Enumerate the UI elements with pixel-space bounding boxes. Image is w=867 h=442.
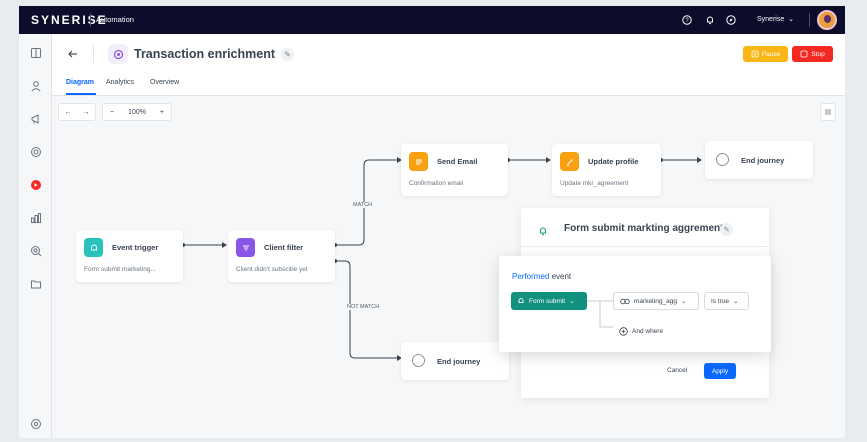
node-subtitle: Update mkr_agreement [560,180,629,187]
event-condition-popup: Performed event Form submit ⌄ marketing_… [499,256,771,352]
apply-button[interactable]: Apply [704,363,736,379]
automation-icon[interactable] [29,178,43,192]
compass-icon[interactable] [725,14,737,26]
node-update-profile[interactable]: Update profile Update mkr_agreement [552,144,661,196]
and-where-label: And where [632,328,664,335]
chevron-down-icon: ⌄ [733,298,739,305]
journey-header: Transaction enrichment ✎ Pause Stop Diag… [52,34,845,96]
history-controls: ← → [58,103,96,121]
node-subtitle: Form submit marketing... [84,266,156,273]
active-tab-indicator [66,93,96,95]
node-title: Client filter [264,243,304,252]
top-bar: SYNERISE Automation ? Synerise ⌄ [19,6,845,34]
node-title: End journey [437,357,481,366]
operator-label: Is true [711,297,730,305]
operator-select[interactable]: Is true ⌄ [704,292,749,310]
target-icon[interactable] [29,145,43,159]
edit-panel-title-icon[interactable]: ✎ [720,223,733,236]
zoom-in-button[interactable]: + [159,108,165,116]
tab-diagram[interactable]: Diagram [66,79,95,86]
divider [521,246,769,247]
stop-button[interactable]: Stop [792,46,833,62]
tab-analytics[interactable]: Analytics [106,79,135,86]
settings-icon[interactable] [29,417,43,431]
layout-icon[interactable] [29,46,43,60]
sidebar [19,34,52,438]
menu-icon[interactable] [820,103,836,121]
divider [93,45,94,63]
redo-button[interactable]: → [82,108,90,116]
synerise-logo[interactable]: SYNERISE [31,13,108,27]
search-analytics-icon[interactable] [29,244,43,258]
edge-label-not-match: NOT MATCH [347,304,380,310]
parameter-icon [620,298,630,304]
edit-title-icon[interactable]: ✎ [281,48,294,61]
node-title: End journey [741,156,785,165]
bell-icon[interactable] [704,14,716,26]
email-icon [409,152,428,171]
divider [809,13,810,27]
node-title: Update profile [588,157,639,166]
zoom-level: 100% [128,108,146,116]
bell-icon [538,223,548,241]
divider [90,13,91,27]
profile-edit-icon [560,152,579,171]
chevron-down-icon: ⌄ [681,298,687,305]
chart-icon[interactable] [29,211,43,225]
zoom-out-button[interactable]: − [109,108,115,116]
zoom-controls: − 100% + [102,103,172,121]
event-label: Form submit [529,297,566,305]
stop-label: Stop [811,50,825,58]
and-where-button[interactable]: And where [619,327,663,336]
megaphone-icon[interactable] [29,112,43,126]
node-event-trigger[interactable]: Event trigger Form submit marketing... [76,230,183,282]
panel-title: Form submit markting aggrement [564,223,724,234]
tenant-selector[interactable]: Synerise ⌄ [757,16,794,23]
edge-label-match: MATCH [353,202,373,208]
node-title: Send Email [437,157,478,166]
bell-icon [84,238,103,257]
chevron-down-icon: ⌄ [788,16,794,23]
node-title: Event trigger [112,243,159,252]
stop-icon [800,50,808,58]
popup-title-rest: event [549,272,572,281]
popup-title-highlight: Performed [512,272,550,281]
app-name: Automation [96,15,134,24]
app-window: SYNERISE Automation ? Synerise ⌄ [19,6,845,438]
cancel-button[interactable]: Cancel [667,367,688,374]
condition-connector [587,300,613,328]
svg-text:?: ? [685,18,689,24]
parameter-label: marketing_agg [634,297,677,305]
folder-icon[interactable] [29,277,43,291]
journey-icon [108,44,128,64]
node-end-journey-bottom[interactable]: End journey [401,342,509,380]
chevron-down-icon: ⌄ [569,298,575,305]
bell-icon [518,298,524,304]
pause-label: Pause [761,50,781,58]
node-send-email[interactable]: Send Email Confirmation email [401,144,508,196]
parameter-select[interactable]: marketing_agg ⌄ [613,292,699,310]
filter-icon [236,238,255,257]
avatar[interactable] [817,10,837,30]
popup-title: Performed event [512,272,571,281]
tab-overview[interactable]: Overview [150,79,180,86]
event-select-button[interactable]: Form submit ⌄ [511,292,587,310]
check-circle-icon [412,354,425,367]
check-circle-icon [716,153,729,166]
node-client-filter[interactable]: Client filter Client didn't subscibe yet [228,230,335,282]
node-subtitle: Client didn't subscibe yet [236,266,308,273]
person-icon[interactable] [29,79,43,93]
node-end-journey-top[interactable]: End journey [705,141,813,179]
pause-button[interactable]: Pause [743,46,788,62]
undo-button[interactable]: ← [64,108,72,116]
back-arrow-icon[interactable] [66,47,80,61]
pause-icon [751,50,759,58]
node-subtitle: Confirmation email [409,180,464,187]
add-icon [619,327,628,336]
page-title: Transaction enrichment [134,47,276,61]
help-icon[interactable]: ? [681,14,693,26]
